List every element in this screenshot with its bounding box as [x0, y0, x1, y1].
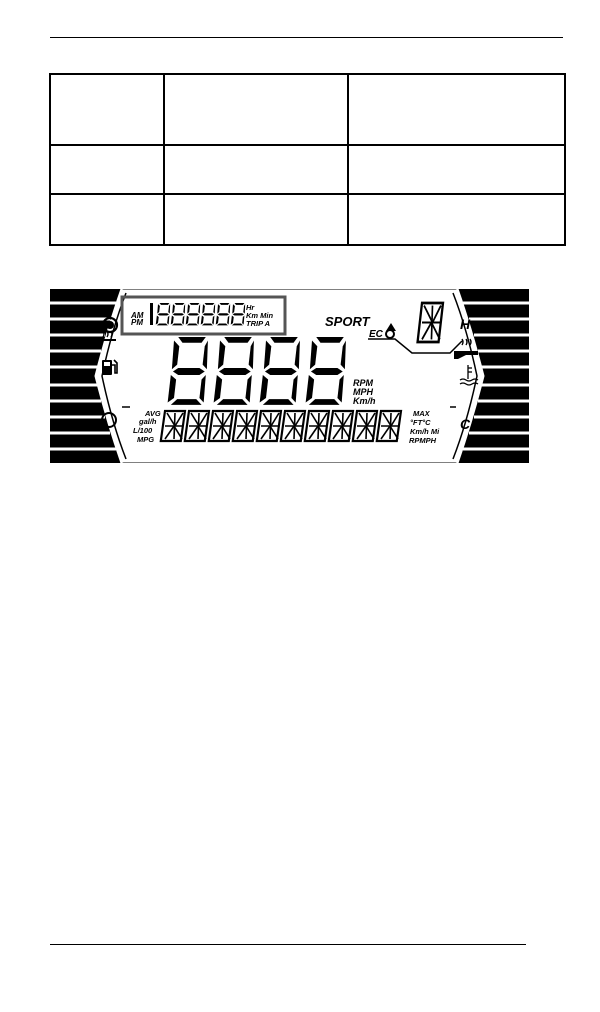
- speed-unit-rpm: RPM: [353, 378, 374, 388]
- table-cell: [163, 73, 349, 146]
- heated-seat-icon: [461, 338, 472, 346]
- temp-hot-label: H: [460, 316, 471, 332]
- table-cell: [347, 144, 566, 195]
- table-cell: [163, 144, 349, 195]
- gal-per-hour-label: gal/h: [138, 417, 157, 426]
- speed-unit-mph: MPH: [353, 387, 374, 397]
- spec-table: [49, 73, 566, 246]
- coolant-flag-icon: [454, 351, 478, 359]
- table-cell: [347, 193, 566, 246]
- fuel-pump-icon: [102, 359, 118, 375]
- odometer-digits: [150, 303, 246, 326]
- oil-pressure-icon: [101, 316, 119, 334]
- odometer-highlight-box: [120, 295, 287, 336]
- mpg-label: MPG: [137, 435, 154, 444]
- table-cell: [49, 73, 165, 146]
- odo-unit-km-min: Km Min: [246, 311, 274, 320]
- kmh-mi-label: Km/h Mi: [410, 427, 440, 436]
- table-cell: [347, 73, 566, 146]
- mode-underline: [368, 338, 463, 354]
- speed-unit-kmh: Km/h: [353, 396, 376, 406]
- table-cell: [49, 193, 165, 246]
- table-cell: [163, 193, 349, 246]
- odo-trip-label: TRIP A: [246, 319, 270, 328]
- table-row: [49, 193, 566, 246]
- temperature-bar-gauge: [452, 289, 529, 463]
- eco-leaf-icon: [385, 323, 396, 339]
- clock-pm-label: PM: [131, 318, 143, 327]
- table-row: [49, 73, 566, 146]
- eco-mode-label: EC: [369, 329, 384, 340]
- avg-label: AVG: [144, 409, 161, 418]
- coolant-temp-icon: [459, 365, 479, 386]
- lcd-frame: [50, 289, 529, 463]
- temp-unit-label: °FT°C: [410, 418, 431, 427]
- heated-grip-icon: [101, 330, 116, 341]
- footer-rule: [50, 944, 526, 945]
- rpmph-label: RPMPH: [409, 436, 437, 445]
- low-fuel-ring-icon: [101, 412, 117, 428]
- clock-am-label: AM: [130, 311, 144, 320]
- header-rule: [50, 37, 563, 38]
- liters-per-100-label: L/100: [133, 426, 153, 435]
- table-cell: [49, 144, 165, 195]
- table-row: [49, 144, 566, 195]
- temp-cold-label: C: [460, 416, 471, 432]
- max-label: MAX: [413, 409, 431, 418]
- sport-mode-label: SPORT: [325, 314, 371, 329]
- lcd-display-illustration: AM PM Hr Km Min TRIP A SPORT EC H C: [50, 289, 529, 463]
- odo-unit-hr: Hr: [246, 303, 255, 312]
